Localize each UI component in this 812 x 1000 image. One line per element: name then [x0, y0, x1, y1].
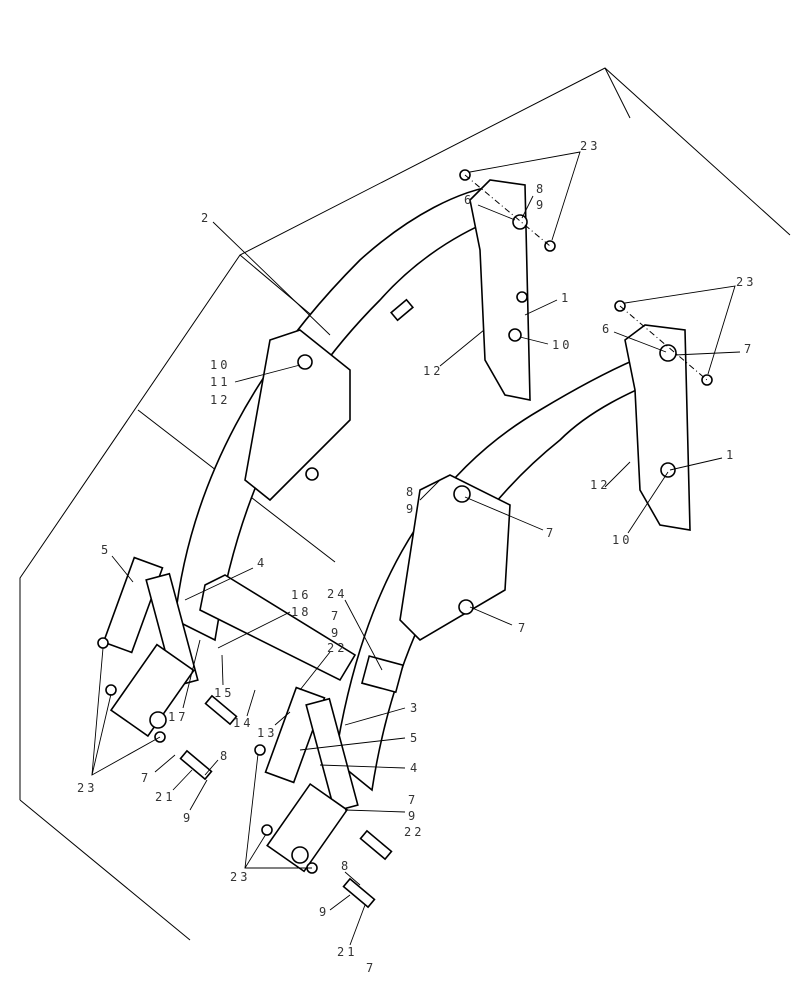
callout-7: 7: [518, 621, 528, 635]
callout-21: 21: [337, 945, 357, 959]
callout-9: 9: [183, 811, 193, 825]
left-attach-links: [102, 556, 199, 738]
callout-9: 9: [331, 626, 341, 640]
callout-23: 23: [580, 139, 600, 153]
callout-21: 21: [155, 790, 175, 804]
callout-14: 14: [233, 716, 253, 730]
callout-24: 24: [327, 587, 347, 601]
callout-3: 3: [410, 701, 420, 715]
callout-12: 12: [423, 364, 443, 378]
callout-12: 12: [210, 393, 230, 407]
callout-8: 8: [220, 749, 230, 763]
callout-labels: 23 8 9 6 2 1 10 12 23 6 7 10 11 12 1 12 …: [77, 139, 756, 975]
callout-8: 8: [536, 182, 546, 196]
bushings: [97, 169, 713, 874]
callout-9: 9: [408, 809, 418, 823]
callout-16: 16: [291, 588, 311, 602]
callout-7: 7: [744, 342, 754, 356]
callout-7: 7: [546, 526, 556, 540]
callout-18: 18: [291, 605, 311, 619]
callout-1: 1: [561, 291, 571, 305]
callout-7: 7: [141, 771, 151, 785]
callout-7: 7: [408, 793, 418, 807]
callout-6: 6: [602, 322, 612, 336]
pins: [179, 694, 393, 909]
leader-lines: [91, 151, 741, 946]
callout-23: 23: [230, 870, 250, 884]
callout-9: 9: [406, 502, 416, 516]
callout-11: 11: [210, 375, 230, 389]
right-attach-links: [264, 686, 359, 873]
assembly-boundary-lower: [19, 799, 191, 941]
callout-4: 4: [257, 556, 267, 570]
callout-17: 17: [168, 710, 188, 724]
callout-22: 22: [327, 641, 347, 655]
callout-9: 9: [319, 905, 329, 919]
callout-10: 10: [552, 338, 572, 352]
section-line: [604, 67, 631, 119]
callout-8: 8: [341, 859, 351, 873]
callout-2: 2: [201, 211, 211, 225]
callout-7: 7: [366, 961, 376, 975]
callout-6: 6: [464, 193, 474, 207]
callout-5: 5: [101, 543, 111, 557]
callout-23: 23: [77, 781, 97, 795]
callout-8: 8: [406, 485, 416, 499]
callout-10: 10: [612, 533, 632, 547]
callout-7: 7: [331, 609, 341, 623]
callout-10: 10: [210, 358, 230, 372]
cross-tube: [199, 574, 357, 682]
callout-9: 9: [536, 198, 546, 212]
callout-23: 23: [736, 275, 756, 289]
right-loader-arm: [334, 324, 691, 792]
callout-12: 12: [590, 478, 610, 492]
callout-5: 5: [410, 731, 420, 745]
callout-15: 15: [214, 686, 234, 700]
callout-4: 4: [410, 761, 420, 775]
callout-1: 1: [726, 448, 736, 462]
callout-13: 13: [257, 726, 277, 740]
callout-22: 22: [404, 825, 424, 839]
